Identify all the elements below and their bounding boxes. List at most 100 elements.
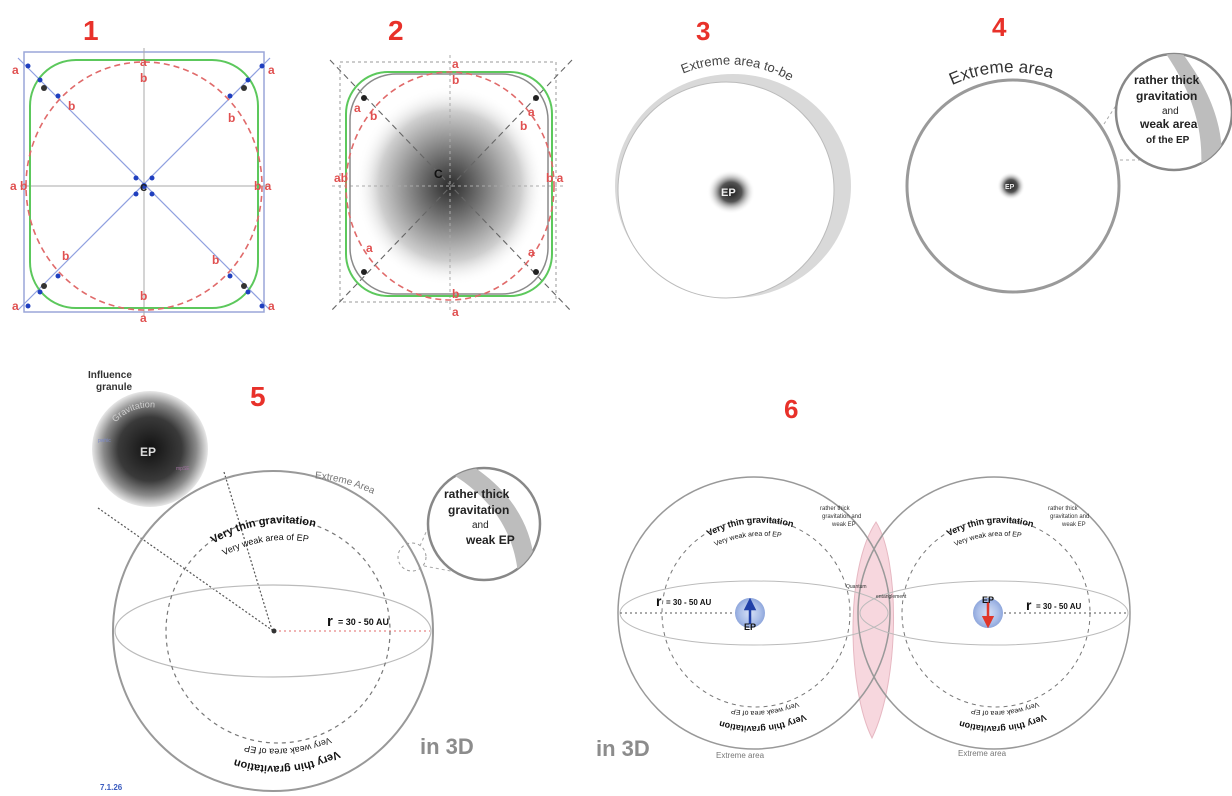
panel-4-callout-line: of the EP	[1146, 135, 1190, 146]
panel-2-label-a: a	[452, 305, 459, 319]
granule-title: Influence	[88, 370, 132, 381]
panel-6-right-side-note: gravitation and	[1050, 514, 1089, 520]
panel-6-left-radius-value: = 30 - 50 AU	[666, 598, 712, 607]
panel-6-right-ep: EP	[982, 595, 994, 605]
panel-1-label-a: a	[140, 311, 147, 325]
panel-2-label-b: b	[452, 287, 459, 301]
panel-2-label-a: a	[528, 105, 535, 119]
panel-5-thin-line2-mirrored: Very weak area of EP	[243, 735, 333, 757]
panel-5-callout-line: gravitation	[448, 503, 509, 517]
panel-1-number: 1	[83, 15, 99, 46]
panel-6-left-thin-line2: Very weak area of EP	[713, 531, 782, 548]
panel-2-label-a: a	[366, 241, 373, 255]
panel-2-label-a: a	[452, 57, 459, 71]
granule-title: granule	[96, 382, 133, 393]
panel-4-callout-band	[1166, 54, 1222, 170]
panel-4-callout-line: weak area	[1139, 117, 1198, 131]
granule-ep: EP	[140, 445, 156, 459]
panel-5-sphere-title: Extreme Area	[314, 470, 376, 497]
panel-2-label-a: a	[354, 101, 361, 115]
panel-2-dots	[361, 95, 539, 275]
panel-5: 5 Influence granule Gravitation EP pwhic…	[88, 370, 542, 792]
panel-1-label-b: b	[212, 253, 219, 267]
panel-6-right-equator	[859, 580, 1129, 646]
panel-2-label-b: b	[452, 73, 459, 87]
panel-1-label-b: b	[68, 99, 75, 113]
panel-2-label-c: C	[434, 167, 443, 181]
panel-1-label-c: c	[140, 179, 147, 194]
panel-3: 3 Extreme area to-be EP	[615, 16, 851, 299]
panel-2-label-b: b	[370, 109, 377, 123]
influence-granule	[92, 391, 208, 507]
panel-6-right-sphere	[857, 476, 1131, 750]
panel-6-left-side-note: gravitation and	[822, 514, 861, 520]
panel-6-right-side-note: weak EP	[1061, 522, 1086, 528]
panel-2-number: 2	[388, 15, 404, 46]
panel-2-diagonal	[329, 59, 573, 313]
panel-6-right-thin-line2: Very weak area of EP	[953, 531, 1022, 548]
panel-2-square	[339, 61, 557, 303]
panel-4-ep-blob	[997, 172, 1025, 200]
panel-1-label-ab: a b	[10, 179, 27, 193]
panel-6-right-thin-line2-mirrored: Very weak area of EP	[970, 700, 1039, 716]
panel-6-right-bottom: Extreme area	[958, 749, 1007, 758]
panel-2-label-a: a	[528, 245, 535, 259]
panel-5-center-dot	[271, 628, 277, 634]
panel-6-left-sphere	[617, 476, 891, 750]
panel-5-sphere	[112, 470, 434, 792]
panel-1-label-a: a	[12, 63, 19, 77]
panel-5-radius-value: = 30 - 50 AU	[338, 617, 389, 627]
panel-5-equator	[114, 584, 432, 678]
granule-small-label: pwhic	[98, 438, 111, 444]
panel-1-label-a: a	[12, 299, 19, 313]
panel-5-callout-target	[397, 542, 427, 572]
panel-3-ep-blob	[707, 170, 755, 214]
panel-6-left-bottom: Extreme area	[716, 751, 765, 760]
panel-1-label-a: a	[268, 63, 275, 77]
panel-5-radius-r: r	[327, 613, 333, 630]
panel-5-callout-line: rather thick	[444, 487, 510, 501]
panel-1-label-b: b	[140, 289, 147, 303]
panel-5-callout	[426, 466, 542, 582]
panel-5-inner-dashed	[165, 518, 391, 744]
panel-6-left-thin-line2-mirrored: Very weak area of EP	[730, 700, 799, 716]
granule-small-label: mpSE	[176, 466, 190, 472]
panel-6-right-radius-value: = 30 - 50 AU	[1036, 602, 1082, 611]
panel-1-label-a: a	[268, 299, 275, 313]
panel-6-number: 6	[784, 394, 798, 424]
panel-1: 1 a a a a a	[10, 15, 275, 325]
panel-2-label-b: b	[520, 119, 527, 133]
panel-4-callout-line: rather thick	[1134, 73, 1200, 87]
panel-1-green-curve	[29, 59, 259, 309]
panel-5-in3d: in 3D	[420, 734, 474, 759]
panel-5-date: 7.1.26	[100, 783, 123, 792]
panel-2-label-ba: b a	[546, 171, 564, 185]
panel-6: 6 EP EP Very thin gravitation Very weak …	[596, 394, 1131, 761]
panel-4-callout-line: gravitation	[1136, 89, 1197, 103]
entanglement-label: entanglement	[876, 594, 907, 600]
panel-4-ep: EP	[1005, 184, 1015, 191]
panel-2: 2 a b a b ab b a a b a b a a C	[329, 15, 573, 319]
granule-leader	[97, 507, 273, 631]
panel-4-number: 4	[992, 12, 1007, 42]
panel-3-number: 3	[696, 16, 710, 46]
panel-1-label-b: b	[140, 71, 147, 85]
panel-1-label-ba: b a	[254, 179, 272, 193]
granule-leader	[223, 471, 273, 631]
panel-2-gray-curve	[349, 73, 549, 295]
panel-3-ep: EP	[721, 187, 736, 199]
panel-1-dots	[25, 63, 265, 309]
panel-6-left-ep: EP	[744, 622, 756, 632]
panel-4: 4 Extreme area EP rather thick gravitati…	[905, 12, 1232, 294]
panel-1-label-b: b	[228, 111, 235, 125]
panel-6-left-radius-r: r	[656, 593, 662, 609]
panel-5-number: 5	[250, 381, 266, 412]
panel-1-label-a: a	[140, 55, 147, 69]
panel-6-in3d: in 3D	[596, 736, 650, 761]
panel-5-callout-line: weak EP	[465, 533, 515, 547]
panel-4-callout-line: and	[1162, 106, 1179, 117]
panel-6-left-inner-dashed	[661, 518, 851, 708]
panel-5-callout-line: and	[472, 520, 489, 531]
panel-6-right-radius-r: r	[1026, 597, 1032, 613]
